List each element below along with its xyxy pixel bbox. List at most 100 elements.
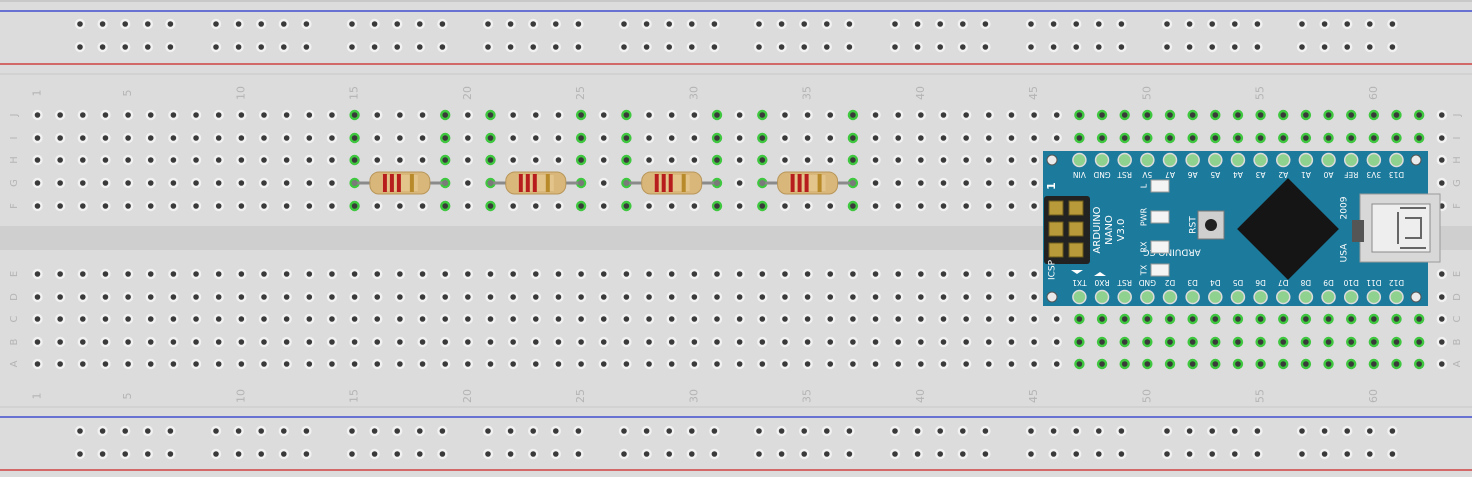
hole-A26	[600, 361, 607, 367]
hole-D25	[578, 294, 584, 300]
hole-J38	[872, 112, 879, 118]
hole-A16	[374, 361, 381, 367]
hole-C57	[1303, 316, 1309, 322]
rail-hole-1-1-1	[235, 44, 242, 50]
hole-I21	[487, 135, 494, 141]
column-label-bottom-55: 55	[1254, 389, 1267, 403]
column-label-top-40: 40	[914, 86, 927, 100]
hole-J42	[963, 112, 969, 118]
hole-D23	[533, 294, 539, 300]
hole-A62	[1416, 361, 1422, 367]
rail-hole-2-6-1	[914, 428, 921, 434]
mounting-hole-1	[1046, 154, 1058, 166]
rail-hole-2-3-0	[485, 428, 491, 434]
rail-hole-0-1-2	[258, 21, 265, 27]
resistor-4-band-2	[797, 174, 802, 192]
rail-hole-3-4-4	[711, 451, 718, 457]
rail-hole-3-4-2	[666, 451, 672, 457]
rail-hole-0-3-0	[485, 21, 491, 27]
hole-C45	[1031, 316, 1037, 322]
column-label-top-20: 20	[461, 86, 474, 100]
hole-I2	[57, 135, 63, 141]
hole-J59	[1348, 112, 1354, 118]
hole-F16	[374, 203, 381, 209]
rail-hole-0-7-1	[1050, 21, 1057, 27]
bottom-pin-d11	[1366, 289, 1382, 305]
hole-H30	[691, 157, 698, 163]
rail-hole-1-7-1	[1050, 44, 1057, 50]
rail-hole-3-6-1	[914, 451, 921, 457]
hole-H16	[374, 157, 381, 163]
rail-hole-1-0-1	[99, 44, 106, 50]
resistor-3-band-2	[661, 174, 666, 192]
hole-A14	[329, 361, 335, 367]
resistor-3-band-3	[668, 174, 673, 192]
hole-I44	[1008, 135, 1015, 141]
rail-hole-2-8-1	[1186, 428, 1193, 434]
rail-hole-0-0-3	[145, 21, 151, 27]
rail-hole-1-2-2	[394, 44, 401, 50]
hole-A28	[646, 361, 652, 367]
rail-hole-1-9-0	[1299, 44, 1305, 50]
hole-E18	[419, 271, 426, 277]
rail-hole-1-6-2	[937, 44, 943, 50]
bottom-pin-gnd	[1140, 289, 1155, 305]
column-label-top-60: 60	[1367, 86, 1380, 100]
hole-B33	[759, 339, 766, 345]
rail-hole-0-7-3	[1096, 21, 1102, 27]
hole-H24	[555, 157, 562, 163]
hole-A6	[147, 361, 154, 367]
top-pin-label-rst: RST	[1117, 170, 1132, 179]
hole-B6	[147, 339, 154, 345]
hole-J3	[80, 112, 86, 118]
rail-hole-3-5-0	[756, 451, 762, 457]
hole-I5	[125, 135, 131, 141]
hole-I1	[34, 135, 41, 141]
rail-hole-1-2-4	[439, 44, 446, 50]
hole-B3	[80, 339, 86, 345]
hole-B58	[1325, 339, 1332, 345]
hole-G42	[963, 180, 969, 186]
rail-hole-3-3-4	[575, 451, 582, 457]
hole-J51	[1167, 112, 1173, 118]
hole-A8	[193, 361, 199, 367]
rail-hole-2-8-3	[1232, 428, 1238, 434]
hole-F1	[34, 203, 41, 209]
hole-I17	[397, 135, 403, 141]
hole-I38	[872, 135, 879, 141]
hole-I27	[623, 135, 630, 141]
hole-G45	[1031, 180, 1037, 186]
resistor-3-lead-end-right	[714, 180, 720, 186]
rail-hole-1-7-4	[1118, 44, 1125, 50]
hole-F15	[351, 203, 358, 209]
hole-H13	[306, 157, 313, 163]
hole-F22	[510, 203, 516, 209]
hole-B42	[963, 339, 969, 345]
hole-D37	[850, 294, 856, 300]
hole-J54	[1235, 112, 1241, 118]
rail-hole-2-6-2	[937, 428, 943, 434]
rail-hole-3-1-0	[213, 451, 219, 457]
rail-hole-3-0-3	[145, 451, 151, 457]
hole-H2	[57, 157, 63, 163]
hole-D30	[691, 294, 698, 300]
rail-hole-1-7-2	[1073, 44, 1079, 50]
hole-A7	[170, 361, 177, 367]
rail-hole-0-8-1	[1186, 21, 1193, 27]
hole-B29	[668, 339, 675, 345]
hole-J17	[397, 112, 403, 118]
hole-G9	[215, 180, 222, 186]
hole-A61	[1393, 361, 1400, 367]
rst-button-label: RST	[1189, 216, 1199, 234]
resistor-1	[351, 171, 449, 195]
hole-I24	[555, 135, 562, 141]
hole-D27	[623, 294, 630, 300]
hole-B62	[1416, 339, 1422, 345]
hole-D15	[351, 294, 358, 300]
rail-hole-3-5-3	[824, 451, 830, 457]
hole-J11	[261, 112, 267, 118]
rail-hole-1-9-1	[1321, 44, 1328, 50]
row-label-H-right: H	[1452, 156, 1463, 164]
top-pin-label-a2: A2	[1278, 170, 1288, 179]
icsp-pin-4	[1068, 221, 1084, 237]
